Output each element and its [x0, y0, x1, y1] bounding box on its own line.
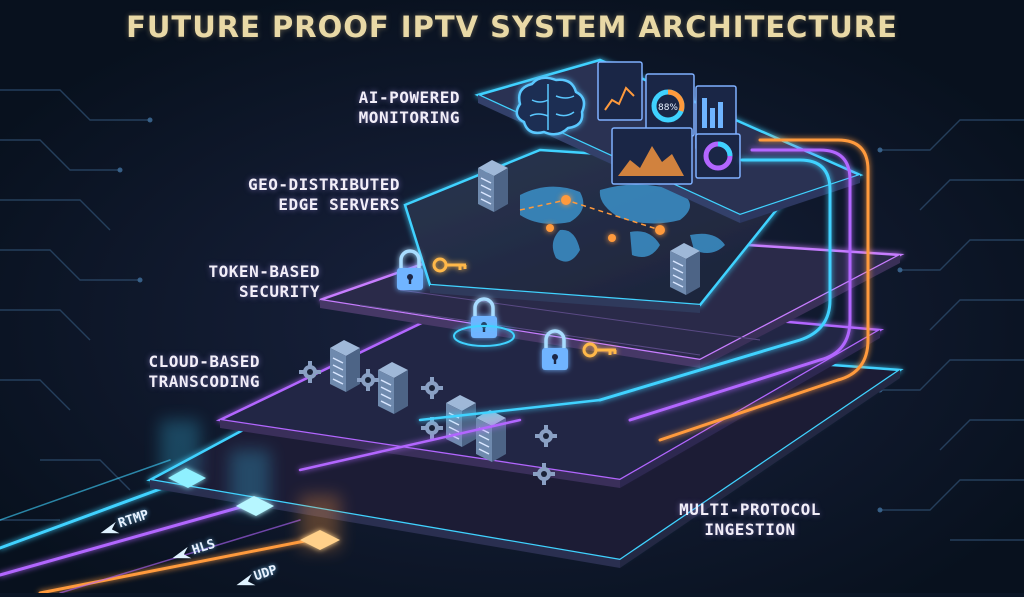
page-title: FUTURE PROOF IPTV SYSTEM ARCHITECTURE — [126, 10, 898, 44]
label-token-based-security: TOKEN-BASED SECURITY — [150, 262, 320, 302]
label-line: MONITORING — [358, 108, 460, 127]
dashboard-icon: 88% — [597, 61, 741, 185]
label-geo-distributed-edge-servers: GEO-DISTRIBUTED EDGE SERVERS — [220, 175, 400, 215]
brain-icon — [515, 76, 586, 136]
ingestion-nodes — [160, 420, 340, 550]
label-line: MULTI-PROTOCOL — [679, 500, 821, 519]
label-line: EDGE SERVERS — [278, 195, 400, 214]
label-multi-protocol-ingestion: MULTI-PROTOCOL INGESTION — [640, 500, 860, 540]
label-line: AI-POWERED — [358, 88, 460, 107]
label-line: CLOUD-BASED — [148, 352, 260, 371]
label-line: TOKEN-BASED — [208, 262, 320, 281]
label-cloud-based-transcoding: CLOUD-BASED TRANSCODING — [80, 352, 260, 392]
gauge-value: 88% — [658, 103, 678, 113]
arrow-icon — [100, 521, 256, 586]
neon-cables — [298, 138, 870, 472]
circuit-traces — [0, 89, 1024, 541]
label-line: INGESTION — [704, 520, 796, 539]
world-map-icon — [520, 184, 725, 262]
ingestion-lines — [0, 459, 322, 595]
label-line: SECURITY — [238, 282, 320, 301]
label-line: GEO-DISTRIBUTED — [248, 175, 400, 194]
label-ai-powered-monitoring: AI-POWERED MONITORING — [290, 88, 460, 128]
label-line: TRANSCODING — [148, 372, 260, 391]
